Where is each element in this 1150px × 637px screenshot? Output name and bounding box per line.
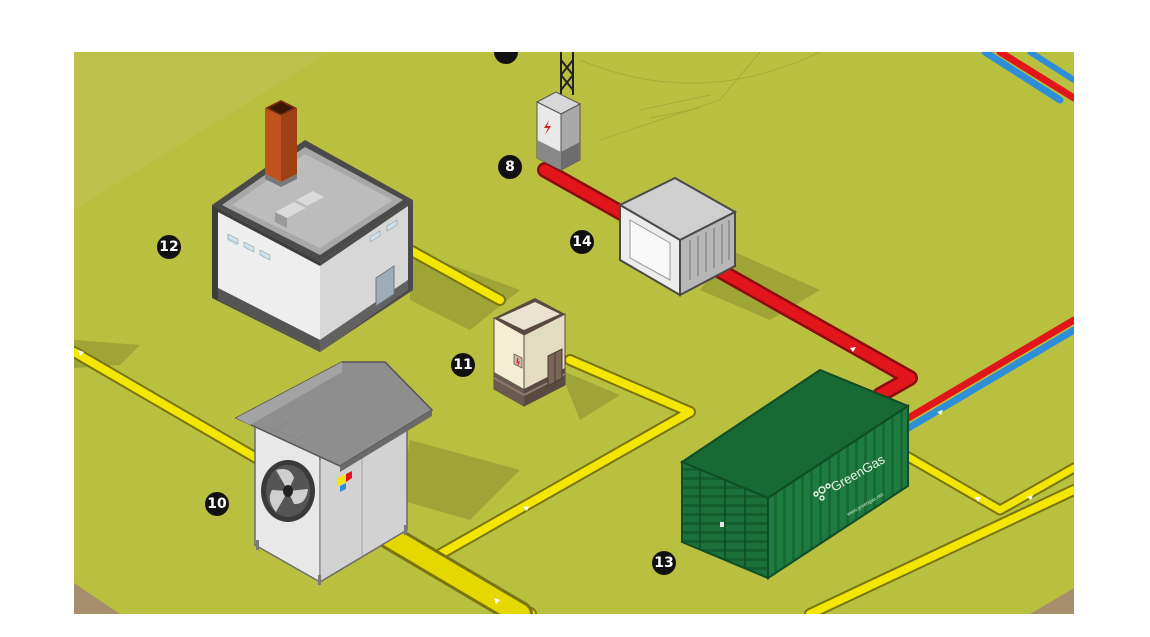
ground-area: GreenGas www.greengas.net 15 8 12 14: [74, 39, 1074, 614]
pylon: [560, 52, 574, 95]
gas-pipes: [74, 244, 1074, 614]
distant-power-line: [579, 52, 821, 141]
lightning-icon: [544, 120, 551, 135]
substation: [493, 298, 566, 407]
greengas-logo-icon: [813, 483, 831, 501]
fan-icon: [261, 460, 315, 522]
svg-text:10: 10: [207, 496, 227, 512]
svg-text:14: 14: [572, 234, 592, 250]
utility-lines-right: [901, 316, 1074, 434]
marker-12: 12: [157, 235, 181, 259]
arrow-icon: [850, 347, 856, 352]
svg-text:15: 15: [496, 39, 515, 55]
marker-13: 13: [652, 551, 676, 575]
flow-arrows: [78, 347, 1033, 604]
arrow-icon: [78, 350, 84, 356]
svg-text:12: 12: [159, 239, 178, 255]
chimney: [265, 100, 297, 187]
marker-11: 11: [451, 353, 475, 377]
svg-text:11: 11: [453, 357, 472, 373]
chp-unit: [234, 361, 434, 585]
number-markers: 15 8 12 14 11 10: [157, 39, 676, 575]
soil-edge-left: [74, 583, 120, 614]
svg-text:13: 13: [654, 555, 673, 571]
marker-15: 15: [494, 39, 518, 64]
transformer-station: [535, 52, 582, 171]
arrow-icon: [975, 497, 981, 502]
marker-14: 14: [570, 230, 594, 254]
utility-lines-top-right: [981, 52, 1074, 104]
svg-text:8: 8: [505, 159, 515, 175]
power-line: [537, 162, 918, 403]
control-building: [212, 100, 413, 352]
arrow-icon: [937, 410, 943, 415]
arrow-icon: [1027, 495, 1033, 500]
cooling-unit: [617, 176, 738, 297]
arrow-icon: [523, 506, 529, 511]
arrow-icon: [494, 598, 500, 604]
marker-8: 8: [498, 155, 522, 179]
soil-edge-right: [1030, 588, 1074, 614]
marker-10: 10: [205, 492, 229, 516]
